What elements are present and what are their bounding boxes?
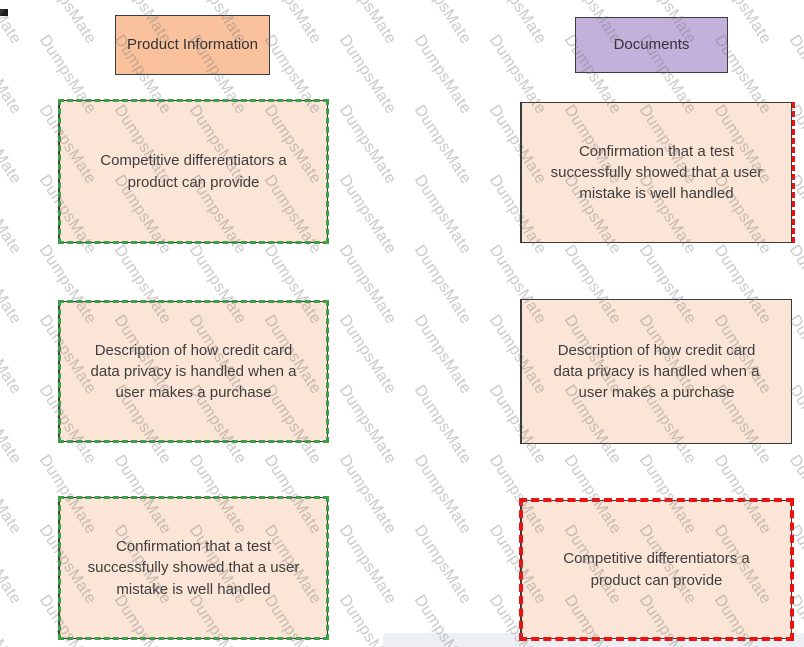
watermark-text: DumpsMate [0, 452, 25, 538]
drop-target-credit-card-privacy[interactable]: Description of how credit card data priv… [520, 299, 792, 444]
watermark-text: DumpsMate [0, 522, 25, 608]
watermark-text: DumpsMate [410, 382, 475, 468]
watermark-text: DumpsMate [0, 172, 25, 258]
drag-item-test-confirmation[interactable]: Confirmation that a test successfully sh… [58, 496, 329, 640]
drag-item-competitive-differentiators[interactable]: Competitive differentiators a product ca… [58, 99, 329, 244]
watermark-text: DumpsMate [335, 382, 400, 468]
watermark-text: DumpsMate [0, 312, 25, 398]
watermark-text: DumpsMate [485, 0, 550, 48]
watermark-text: DumpsMate [335, 172, 400, 258]
drop-target-label: Competitive differentiators a product ca… [563, 550, 750, 589]
watermark-text: DumpsMate [410, 172, 475, 258]
watermark-text: DumpsMate [410, 242, 475, 328]
watermark-text: DumpsMate [0, 32, 25, 118]
watermark-text: DumpsMate [410, 0, 475, 48]
drop-target-label: Description of how credit card data priv… [553, 341, 760, 402]
drag-item-label: Competitive differentiators a product ca… [100, 152, 287, 191]
watermark-text: DumpsMate [0, 102, 25, 188]
watermark-text: DumpsMate [410, 452, 475, 538]
drag-item-label: Description of how credit card data priv… [90, 341, 297, 402]
watermark-text: DumpsMate [335, 102, 400, 188]
drop-target-test-confirmation[interactable]: Confirmation that a test successfully sh… [520, 102, 795, 243]
watermark-text: DumpsMate [35, 0, 100, 48]
left-column-header: Product Information [115, 15, 270, 75]
watermark-text: DumpsMate [0, 242, 25, 328]
watermark-text: DumpsMate [785, 0, 804, 48]
watermark-text: DumpsMate [0, 382, 25, 468]
drag-item-label: Confirmation that a test successfully sh… [87, 538, 300, 598]
watermark-text: DumpsMate [0, 592, 25, 647]
watermark-text: DumpsMate [0, 0, 25, 48]
corner-artifact [0, 9, 8, 16]
right-column-header: Documents [575, 17, 728, 73]
watermark-text: DumpsMate [335, 0, 400, 48]
watermark-text: DumpsMate [410, 102, 475, 188]
watermark-text: DumpsMate [335, 312, 400, 398]
watermark-text: DumpsMate [335, 452, 400, 538]
watermark-text: DumpsMate [335, 32, 400, 118]
watermark-text: DumpsMate [335, 242, 400, 328]
watermark-text: DumpsMate [410, 522, 475, 608]
drag-item-credit-card-privacy[interactable]: Description of how credit card data priv… [58, 300, 329, 443]
watermark-text: DumpsMate [410, 32, 475, 118]
red-dashed-edge [792, 102, 795, 243]
watermark-text: DumpsMate [335, 522, 400, 608]
drop-target-label: Confirmation that a test successfully sh… [550, 142, 763, 203]
watermark-text: DumpsMate [410, 312, 475, 398]
drop-target-competitive-differentiators[interactable]: Competitive differentiators a product ca… [519, 498, 794, 641]
